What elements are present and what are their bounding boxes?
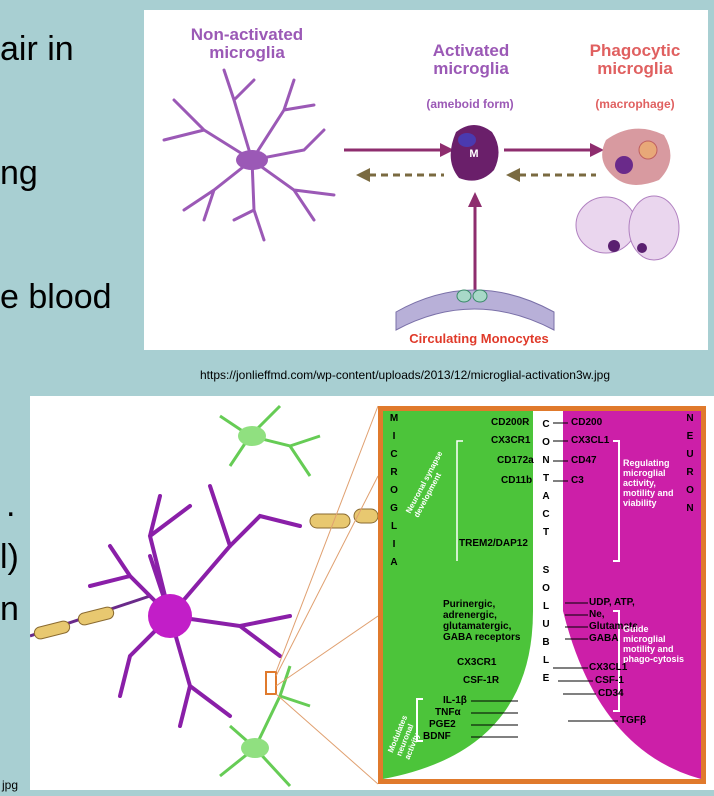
- receptor-cx3cr1: CX3CR1: [491, 435, 531, 446]
- phagocytic-label: Phagocytic microglia: [589, 41, 681, 78]
- receptor-cd200r: CD200R: [491, 417, 530, 428]
- neuron-letter-5: O: [686, 485, 694, 496]
- slide-text-line-2: ng: [0, 154, 38, 192]
- slide-text-line-4: .: [6, 486, 16, 524]
- neuron-letter-2: E: [686, 431, 694, 442]
- microglia-top-icon: [219, 404, 321, 477]
- contact-letter-4: T: [542, 473, 550, 484]
- activated-label: Activated microglia: [432, 41, 510, 78]
- microglia-neuron-crosstalk-diagram: M I C R O G L I A N E U R O N C O N T A …: [30, 396, 714, 790]
- neuron-artwork: [30, 404, 378, 788]
- microglia-region: [383, 411, 533, 779]
- cytokine-tnfa: TNFα: [435, 707, 461, 718]
- microglia-letter-4: R: [390, 467, 398, 478]
- slide-text-line-1: air in: [0, 30, 74, 68]
- microglia-letter-8: I: [392, 539, 396, 550]
- microglia-letter-7: L: [390, 521, 398, 532]
- cytokine-pge2: PGE2: [429, 719, 456, 730]
- partial-caption: jpg: [2, 778, 19, 792]
- cytokine-bdnf: BDNF: [423, 731, 451, 742]
- engulfed-cells-icon: [575, 195, 680, 261]
- microglia-letter-5: O: [390, 485, 398, 496]
- microglia-letter-3: C: [390, 449, 398, 460]
- slide-text-line-6: n: [0, 590, 19, 628]
- neuron-icon: [88, 484, 302, 728]
- non-activated-label: Non-activated microglia: [190, 25, 304, 62]
- slide-text-line-3: e blood: [0, 278, 112, 316]
- non-activated-cell-icon: [162, 68, 336, 242]
- neuron-region: [563, 411, 701, 779]
- zoom-box: [265, 671, 277, 695]
- soluble-letter-6: L: [542, 655, 550, 666]
- ligand-c3: C3: [571, 475, 584, 486]
- soluble-letter-4: U: [542, 619, 550, 630]
- activated-cell-letter: M: [469, 148, 479, 160]
- receptor-cd172a: CD172a: [497, 455, 534, 466]
- ligand-cd47: CD47: [571, 455, 597, 466]
- cx3cr1-soluble: CX3CR1: [457, 657, 497, 668]
- activation-artwork: [162, 68, 680, 331]
- microglia-letter-1: M: [389, 413, 399, 424]
- contact-letter-5: A: [542, 491, 550, 502]
- ligand-cd200: CD200: [571, 417, 603, 428]
- microglia-activation-diagram: Non-activated microglia Activated microg…: [144, 10, 708, 350]
- contact-letter-1: C: [542, 419, 550, 430]
- contact-letter-2: O: [542, 437, 550, 448]
- soluble-cx3cl1: CX3CL1: [589, 662, 628, 673]
- ameboid-label: (ameboid form): [426, 97, 514, 111]
- soluble-tgfb: TGFβ: [620, 715, 647, 726]
- soluble-letter-5: B: [542, 637, 550, 648]
- regulating-label: Regulating microglial activity, motility…: [623, 458, 674, 508]
- soluble-letter-2: O: [542, 583, 550, 594]
- monocytes-label: Circulating Monocytes: [409, 331, 549, 346]
- microglia-bottom-icon: [219, 665, 311, 788]
- soluble-csf1: CSF-1: [595, 675, 624, 686]
- ligand-cx3cl1: CX3CL1: [571, 435, 610, 446]
- slide-text-line-5: l): [0, 538, 19, 576]
- contact-letter-3: N: [542, 455, 550, 466]
- phagocytic-cell-icon: [602, 128, 671, 185]
- interface-shapes: [383, 411, 701, 779]
- soluble-cd34: CD34: [598, 688, 624, 699]
- soluble-udp-atp: UDP, ATP,: [589, 597, 635, 608]
- soluble-letter-3: L: [542, 601, 550, 612]
- receptors-block: Purinergic, adrenergic, glutamatergic, G…: [443, 599, 521, 643]
- soluble-ne: Ne,: [589, 609, 605, 620]
- soluble-letter-7: E: [542, 673, 550, 684]
- csf1r-label: CSF-1R: [463, 675, 500, 686]
- microglia-letter-6: G: [390, 503, 398, 514]
- contact-letter-6: C: [542, 509, 550, 520]
- contact-letter-7: T: [542, 527, 550, 538]
- guide-label: Guide microglial motility and phago-cyto…: [623, 624, 685, 664]
- non-activated-soma: [236, 150, 268, 170]
- interaction-detail-box: M I C R O G L I A N E U R O N C O N T A …: [378, 406, 706, 784]
- neuron-letter-4: R: [686, 467, 694, 478]
- neuron-letter-6: N: [686, 503, 694, 514]
- cytokine-il1b: IL-1β: [443, 695, 467, 706]
- neuron-letter-1: N: [686, 413, 694, 424]
- source-caption: https://jonlieffmd.com/wp-content/upload…: [200, 368, 611, 382]
- soluble-letter-1: S: [542, 565, 550, 576]
- neuron-letter-3: U: [686, 449, 694, 460]
- soluble-gaba: GABA: [589, 633, 619, 644]
- trem2-label: TREM2/DAP12: [459, 538, 528, 549]
- receptor-cd11b: CD11b: [501, 475, 533, 486]
- macrophage-label: (macrophage): [595, 97, 675, 111]
- blood-vessel-icon: [395, 289, 555, 331]
- microglia-letter-9: A: [390, 557, 398, 568]
- microglia-letter-2: I: [392, 431, 396, 442]
- soluble-glutamate: Glutamate,: [589, 621, 641, 632]
